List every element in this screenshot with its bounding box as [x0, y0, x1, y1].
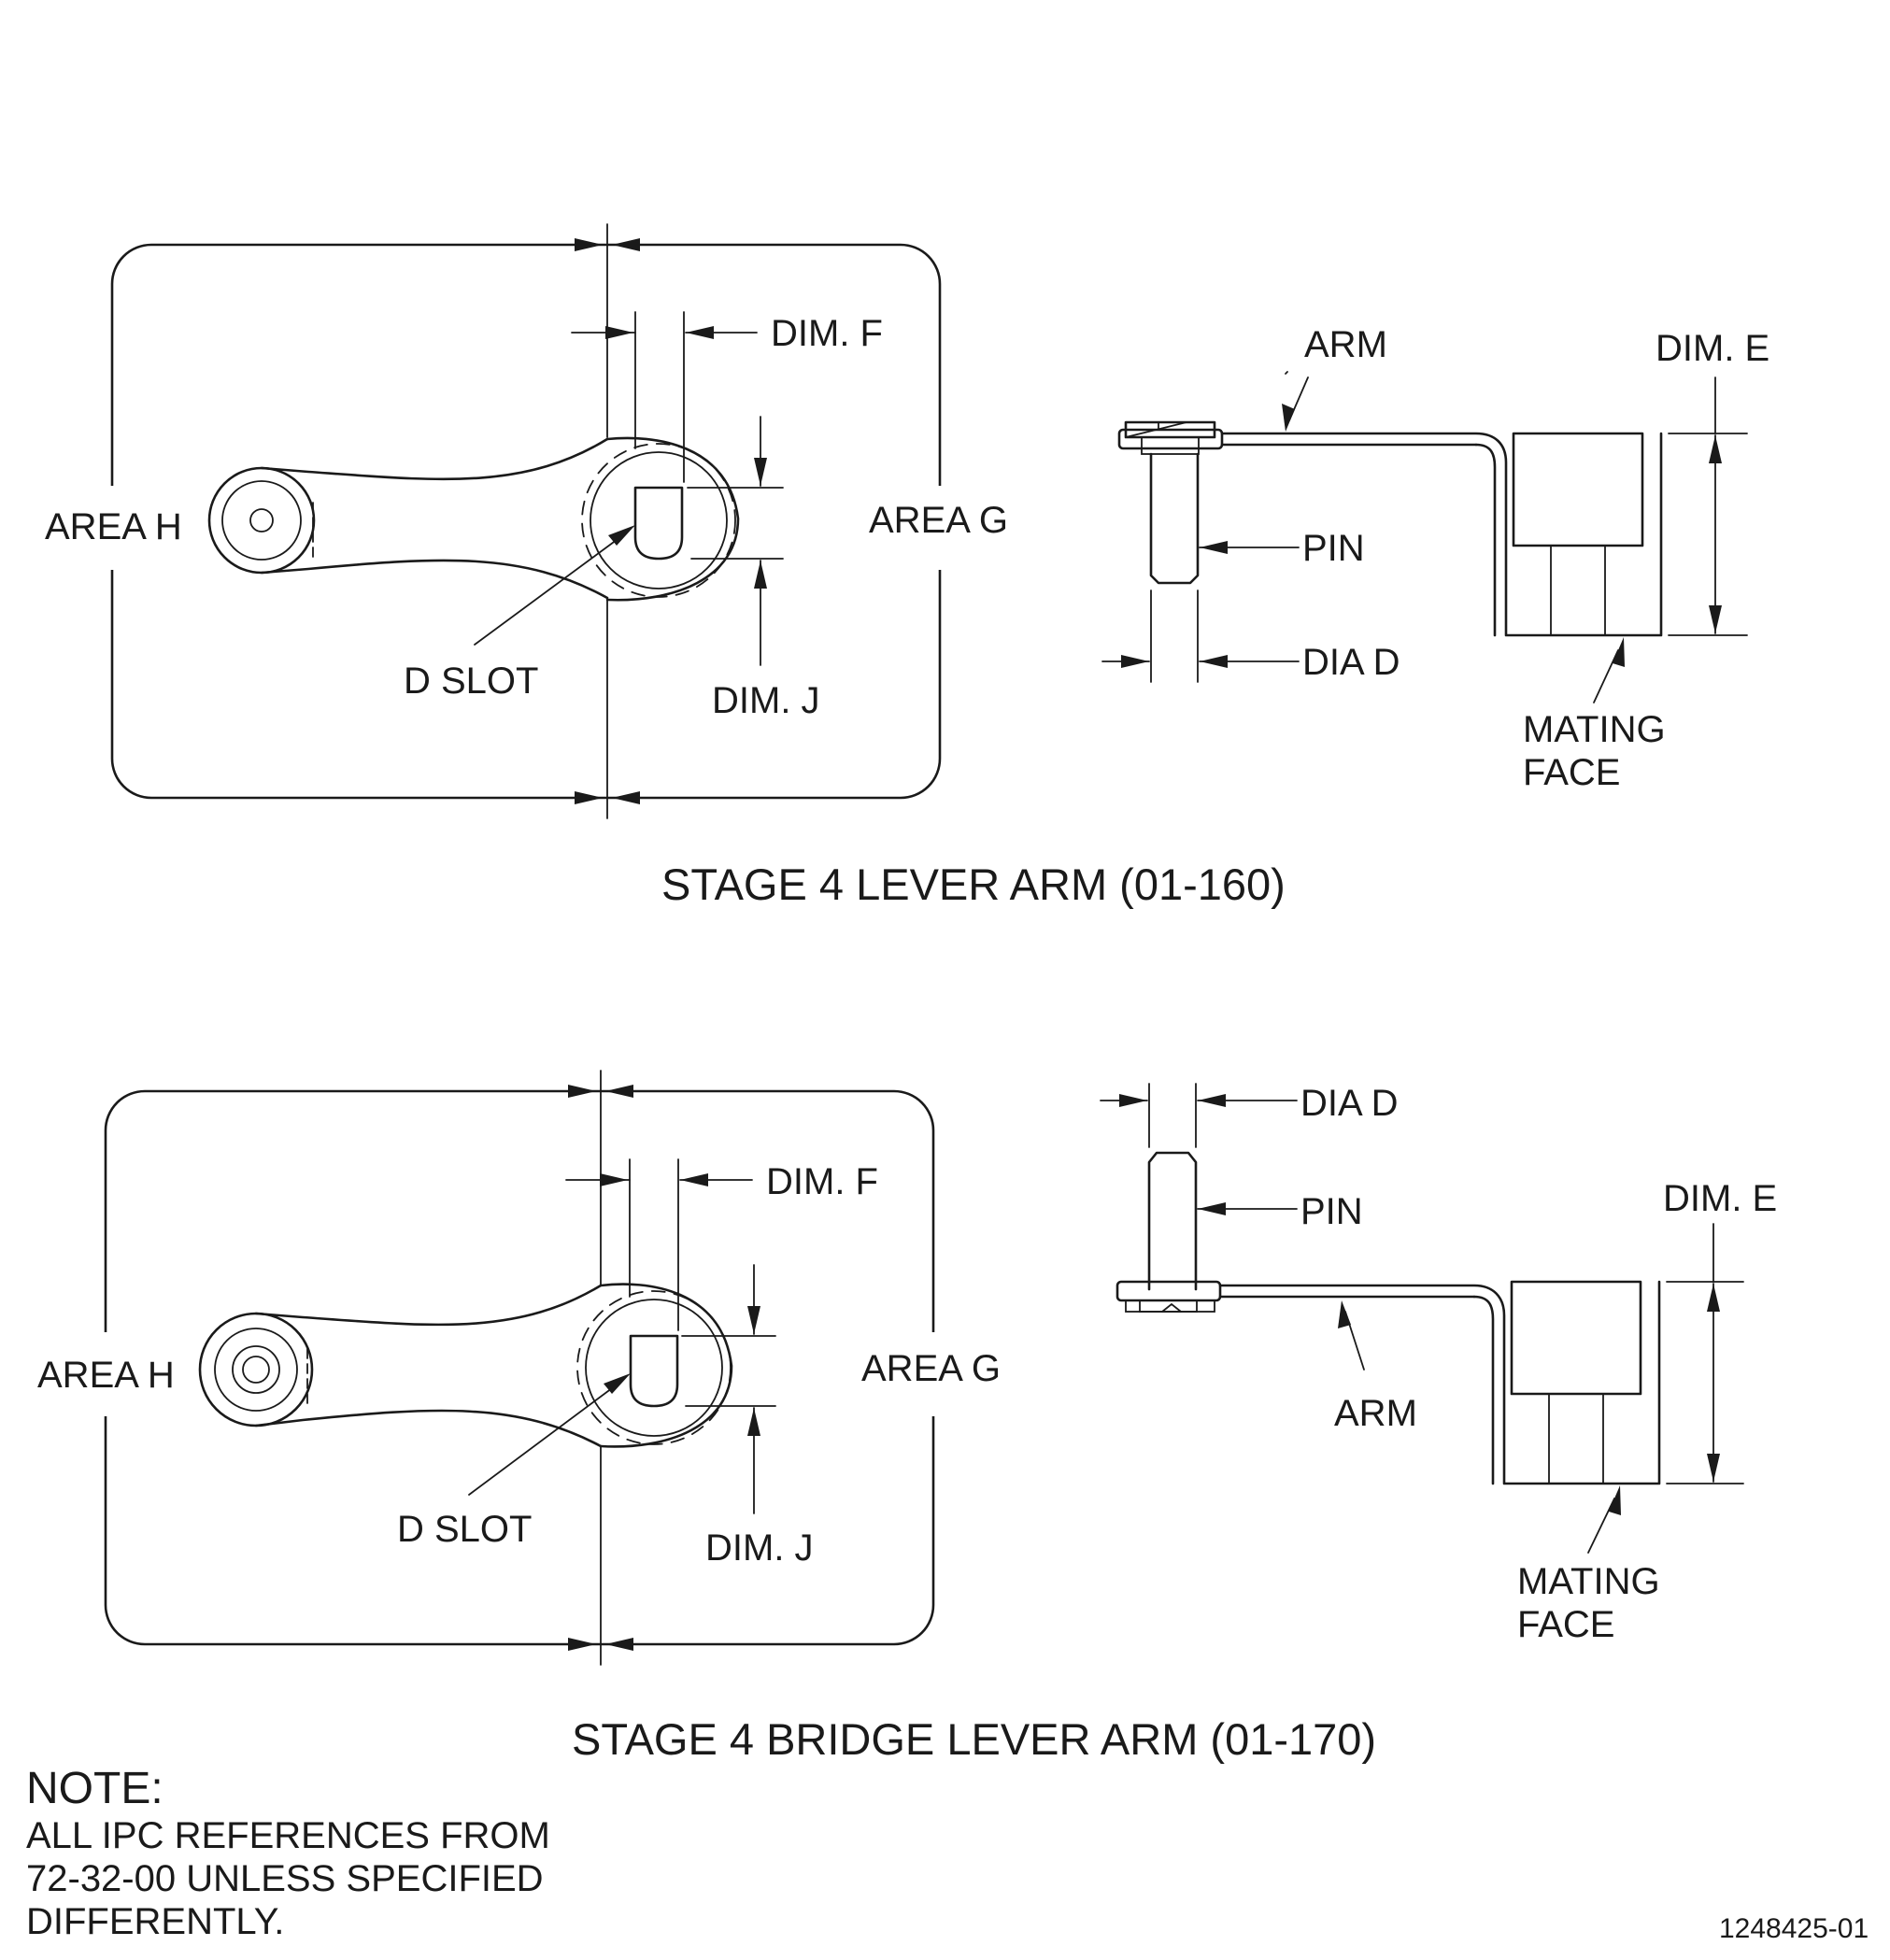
bottom-side-view: DIA D PIN ARM DIM. E MATING FACE: [1100, 1083, 1777, 1645]
bottom-dia-d-dim: [1100, 1083, 1298, 1148]
top-dim-j: [687, 416, 784, 666]
top-dim-f: [571, 311, 758, 483]
note-line-3: DIFFERENTLY.: [26, 1901, 284, 1942]
bottom-mating-face-label-1: MATING: [1517, 1561, 1660, 1602]
top-area-g-label: AREA G: [869, 500, 1008, 541]
bottom-area-h-label: AREA H: [37, 1355, 175, 1396]
bottom-mating-face-label-2: FACE: [1517, 1604, 1614, 1645]
top-dim-e-label: DIM. E: [1656, 328, 1769, 369]
top-dia-d-dim: [1101, 589, 1300, 683]
top-arm-outline: [1220, 432, 1663, 637]
bottom-dim-e-label: DIM. E: [1663, 1178, 1777, 1219]
bottom-front-view: AREA H AREA G DIM. F DIM. J D SLOT: [37, 1070, 1001, 1666]
top-mating-face-label-1: MATING: [1523, 709, 1666, 750]
note-block: NOTE: ALL IPC REFERENCES FROM 72-32-00 U…: [26, 1764, 550, 1942]
top-pin-label: PIN: [1302, 528, 1365, 569]
top-d-slot-shape: [633, 486, 684, 561]
top-dia-d-label: DIA D: [1302, 642, 1400, 683]
top-boundary-gap-right: [932, 486, 947, 570]
top-side-view: ARM PIN DIA D DIM. E MATING FACE: [1101, 324, 1769, 793]
bottom-dia-d-label: DIA D: [1300, 1083, 1398, 1124]
top-pin-body: [1149, 452, 1200, 585]
bottom-pin-body: [1147, 1151, 1198, 1291]
top-arm-label: ARM: [1304, 324, 1387, 365]
top-mating-face-label-2: FACE: [1523, 752, 1620, 793]
bottom-dim-f-label: DIM. F: [766, 1161, 878, 1202]
bottom-pin-label: PIN: [1300, 1191, 1363, 1232]
drawing-number: 1248425-01: [1719, 1913, 1869, 1944]
note-line-1: ALL IPC REFERENCES FROM: [26, 1815, 550, 1856]
top-mating-block: [1512, 432, 1644, 547]
note-line-2: 72-32-00 UNLESS SPECIFIED: [26, 1858, 544, 1899]
top-dim-f-label: DIM. F: [771, 313, 883, 354]
top-dim-e: [1668, 376, 1748, 636]
bottom-arm-label: ARM: [1334, 1393, 1417, 1434]
top-d-slot-leader: [474, 533, 625, 646]
bottom-lever-arm: [198, 1283, 733, 1448]
top-front-view: AREA H AREA G DIM. F DIM. J D SLOT: [45, 223, 1008, 819]
top-arm-eye-outer: [207, 466, 316, 575]
bottom-dim-e: [1666, 1223, 1744, 1484]
top-d-slot-label: D SLOT: [404, 660, 538, 702]
top-arm-hole: [249, 508, 274, 533]
top-center-arrows: [575, 238, 640, 804]
top-lever-arm: [207, 436, 740, 602]
bottom-dim-j: [681, 1264, 776, 1514]
bottom-area-g-label: AREA G: [861, 1348, 1001, 1389]
top-area-h-label: AREA H: [45, 506, 182, 547]
bottom-d-slot-label: D SLOT: [397, 1509, 532, 1550]
note-heading: NOTE:: [26, 1764, 163, 1813]
top-boundary-gap-left: [105, 486, 120, 570]
bottom-dim-j-label: DIM. J: [705, 1527, 814, 1569]
top-dim-j-label: DIM. J: [712, 680, 820, 721]
bottom-dim-f: [565, 1158, 753, 1331]
top-caption: STAGE 4 LEVER ARM (01-160): [661, 859, 1286, 909]
bottom-caption: STAGE 4 BRIDGE LEVER ARM (01-170): [572, 1714, 1376, 1764]
